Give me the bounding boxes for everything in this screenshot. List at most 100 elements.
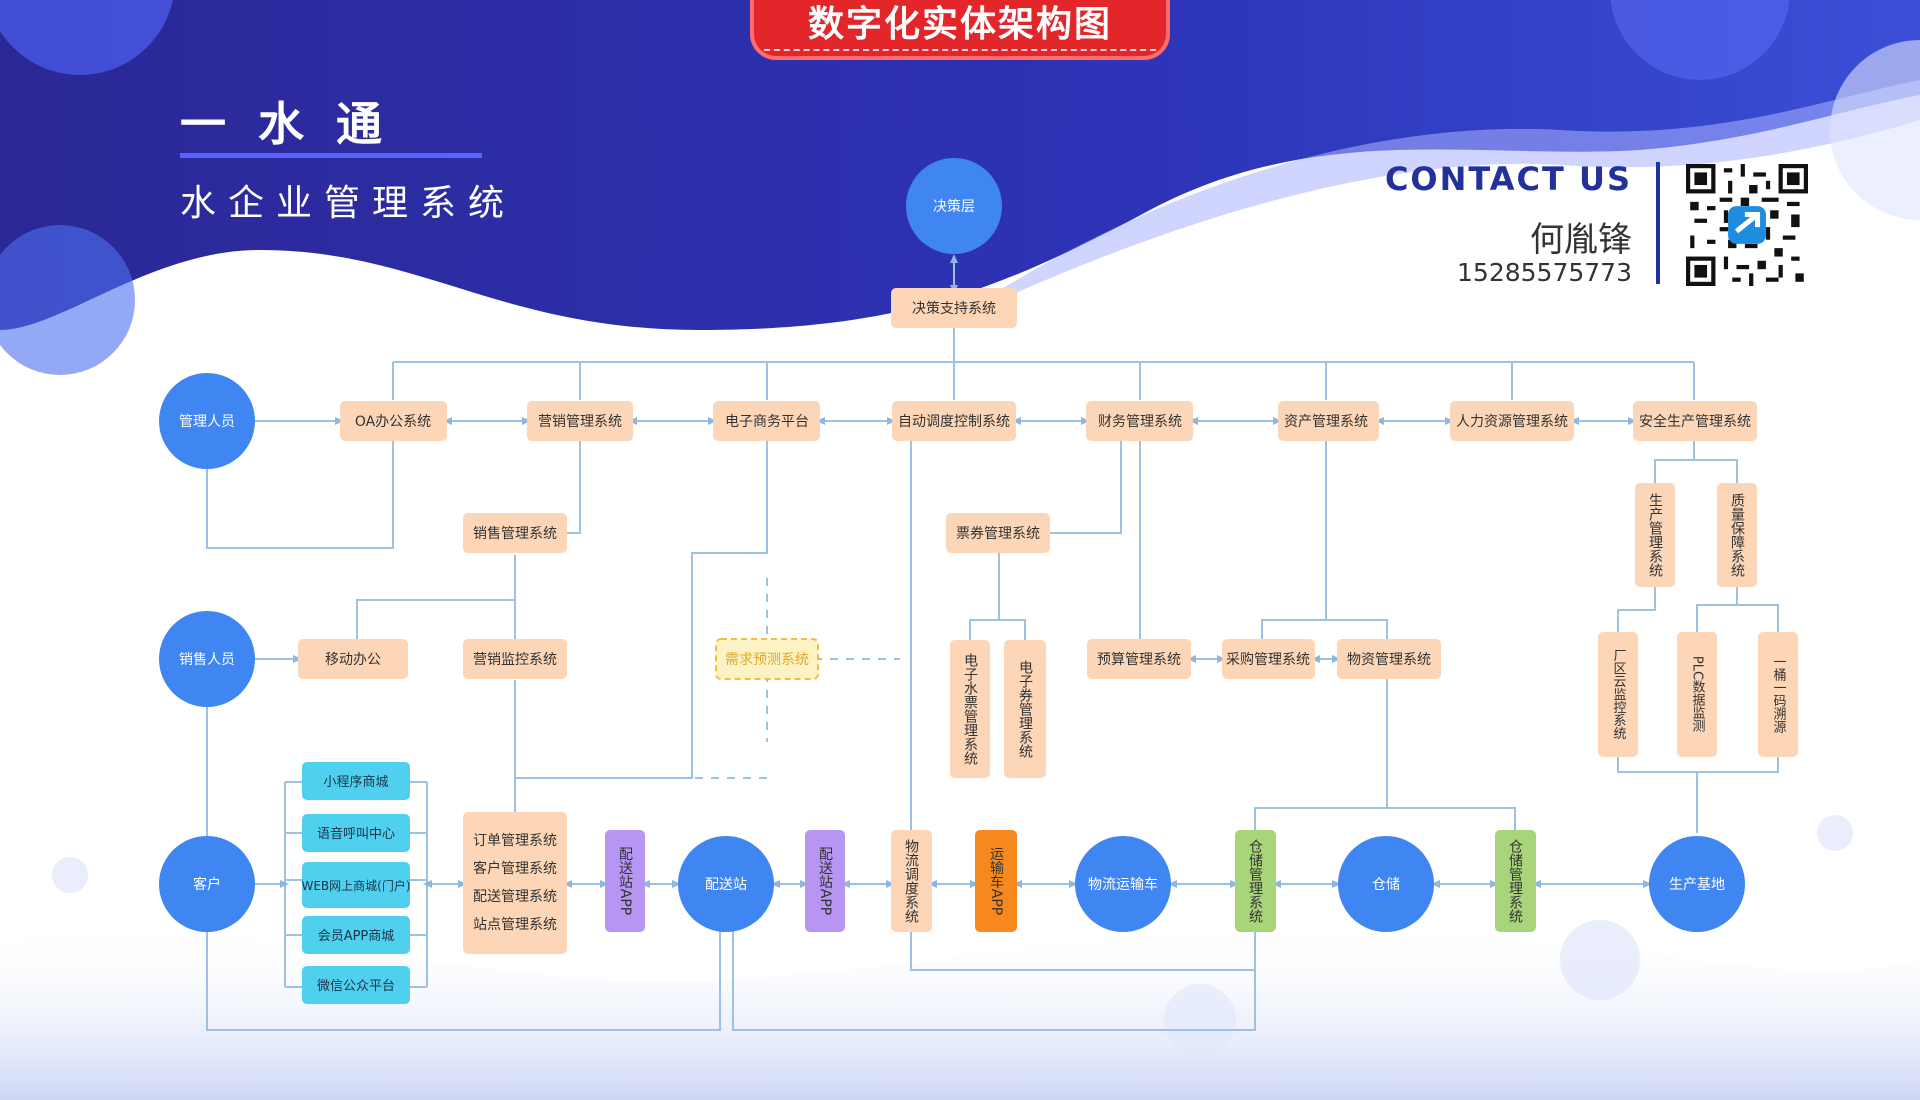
svg-text:安全生产管理系统: 安全生产管理系统: [1639, 413, 1751, 430]
node-managers: 管理人员: [159, 373, 255, 469]
channel-item: 小程序商城: [323, 775, 388, 790]
svg-text:票券管理系统: 票券管理系统: [956, 526, 1040, 542]
svg-text:厂区云监控系统: 厂区云监控系统: [1611, 649, 1627, 741]
node-warehouse: 仓储: [1338, 836, 1434, 932]
channel-item: WEB网上商城(门户): [301, 878, 410, 893]
svg-text:营销管理系统: 营销管理系统: [538, 414, 622, 430]
svg-text:生产管理系统: 生产管理系统: [1647, 493, 1663, 578]
contact-label: CONTACT US: [1384, 160, 1632, 198]
title-banner: 数字化实体架构图: [750, 0, 1170, 60]
box-marketing: 营销管理系统: [527, 401, 633, 441]
contact-divider: [1656, 162, 1660, 284]
footer-wave: [0, 922, 1920, 1100]
connector-lines: [206, 254, 1779, 1031]
svg-text:资产管理系统: 资产管理系统: [1284, 414, 1368, 430]
box-dispatch: 自动调度控制系统: [892, 401, 1016, 441]
box-safety: 安全生产管理系统: [1633, 401, 1757, 441]
box-trace: 一桶一码溯源: [1758, 632, 1798, 757]
brand-subtitle: 水企业管理系统: [180, 183, 517, 224]
svg-text:电子券管理系统: 电子券管理系统: [1017, 660, 1033, 759]
box-station-app-2: 配送站APP: [805, 830, 845, 932]
svg-text:配送站: 配送站: [705, 877, 747, 893]
box-production-mgmt: 生产管理系统: [1635, 483, 1675, 587]
svg-text:生产基地: 生产基地: [1669, 876, 1725, 893]
svg-text:销售管理系统: 销售管理系统: [473, 526, 557, 542]
box-budget: 预算管理系统: [1087, 639, 1191, 679]
qr-code-icon: [1686, 164, 1808, 286]
svg-text:运输车APP: 运输车APP: [988, 847, 1004, 915]
box-finance: 财务管理系统: [1086, 401, 1193, 441]
svg-text:人力资源管理系统: 人力资源管理系统: [1456, 414, 1568, 430]
box-decision-support: 决策支持系统: [891, 288, 1017, 328]
brand-name: 一 水 通: [180, 97, 391, 151]
box-sales-mgmt: 销售管理系统: [463, 513, 567, 553]
svg-text:OA办公系统: OA办公系统: [355, 414, 431, 430]
svg-text:物流运输车: 物流运输车: [1088, 876, 1158, 893]
box-hr: 人力资源管理系统: [1450, 401, 1574, 441]
svg-text:预算管理系统: 预算管理系统: [1097, 652, 1181, 668]
svg-text:配送站APP: 配送站APP: [817, 847, 833, 915]
svg-text:一桶一码溯源: 一桶一码溯源: [1771, 655, 1787, 733]
order-line: 站点管理系统: [473, 917, 557, 933]
box-e-coupon: 电子券管理系统: [1004, 640, 1046, 778]
box-purchase: 采购管理系统: [1222, 639, 1315, 679]
header-bubble: [1830, 40, 1920, 220]
box-station-app-1: 配送站APP: [605, 830, 645, 932]
footer-bubble: [1560, 920, 1640, 1000]
header-bubble: [0, 0, 173, 75]
node-production-base: 生产基地: [1649, 836, 1745, 932]
svg-text:决策层: 决策层: [933, 198, 975, 215]
box-plant-monitor: 厂区云监控系统: [1598, 632, 1638, 757]
box-plc: PLC数据监测: [1677, 632, 1717, 757]
node-decision-layer: 决策层: [906, 158, 1002, 254]
box-quality: 质量保障系统: [1717, 483, 1757, 587]
box-ecommerce: 电子商务平台: [713, 401, 820, 441]
svg-text:仓储: 仓储: [1372, 877, 1400, 893]
box-warehouse-mgmt-1: 仓储管理系统: [1235, 830, 1276, 932]
box-mobile-office: 移动办公: [298, 639, 408, 679]
order-line: 客户管理系统: [473, 860, 557, 877]
svg-text:营销监控系统: 营销监控系统: [473, 652, 557, 668]
footer-bubble: [52, 857, 88, 893]
svg-text:财务管理系统: 财务管理系统: [1098, 414, 1182, 430]
contact-phone: 15285575773: [1457, 258, 1632, 287]
box-marketing-monitor: 营销监控系统: [463, 639, 567, 679]
node-truck: 物流运输车: [1075, 836, 1171, 932]
svg-text:采购管理系统: 采购管理系统: [1226, 652, 1310, 668]
title-dash-line: [764, 49, 1156, 51]
header-wave-light: [1000, 80, 1920, 300]
page-title: 数字化实体架构图: [807, 4, 1112, 45]
svg-text:PLC数据监测: PLC数据监测: [1690, 656, 1706, 733]
svg-text:物流调度系统: 物流调度系统: [903, 839, 919, 924]
node-station: 配送站: [678, 836, 774, 932]
box-assets: 资产管理系统: [1278, 401, 1379, 441]
box-order-block: 订单管理系统 客户管理系统 配送管理系统 站点管理系统: [463, 812, 567, 954]
node-customer: 客户: [159, 836, 255, 932]
box-oa: OA办公系统: [340, 401, 447, 441]
box-demand-forecast: 需求预测系统: [715, 638, 819, 680]
svg-text:客户: 客户: [193, 876, 221, 893]
box-logistics-dispatch: 物流调度系统: [891, 830, 932, 932]
box-truck-app: 运输车APP: [975, 830, 1017, 932]
svg-text:销售人员: 销售人员: [179, 652, 235, 668]
channel-item: 会员APP商城: [318, 929, 395, 944]
svg-text:质量保障系统: 质量保障系统: [1729, 493, 1745, 578]
svg-text:决策支持系统: 决策支持系统: [912, 300, 996, 317]
svg-text:仓储管理系统: 仓储管理系统: [1507, 839, 1523, 924]
header-bubble: [0, 225, 135, 375]
svg-text:电子水票管理系统: 电子水票管理系统: [962, 653, 978, 766]
contact-name: 何胤锋: [1530, 220, 1632, 260]
channel-item: 语音呼叫中心: [317, 826, 395, 842]
box-e-water-ticket: 电子水票管理系统: [950, 640, 990, 778]
svg-text:自动调度控制系统: 自动调度控制系统: [898, 414, 1010, 430]
brand-underline: [180, 153, 482, 158]
svg-text:电子商务平台: 电子商务平台: [725, 414, 809, 430]
svg-text:物资管理系统: 物资管理系统: [1347, 652, 1431, 668]
box-ticket: 票券管理系统: [946, 513, 1050, 553]
svg-text:仓储管理系统: 仓储管理系统: [1247, 839, 1263, 924]
footer-bubble: [1164, 984, 1236, 1056]
svg-text:管理人员: 管理人员: [179, 414, 235, 430]
svg-text:需求预测系统: 需求预测系统: [725, 652, 809, 668]
